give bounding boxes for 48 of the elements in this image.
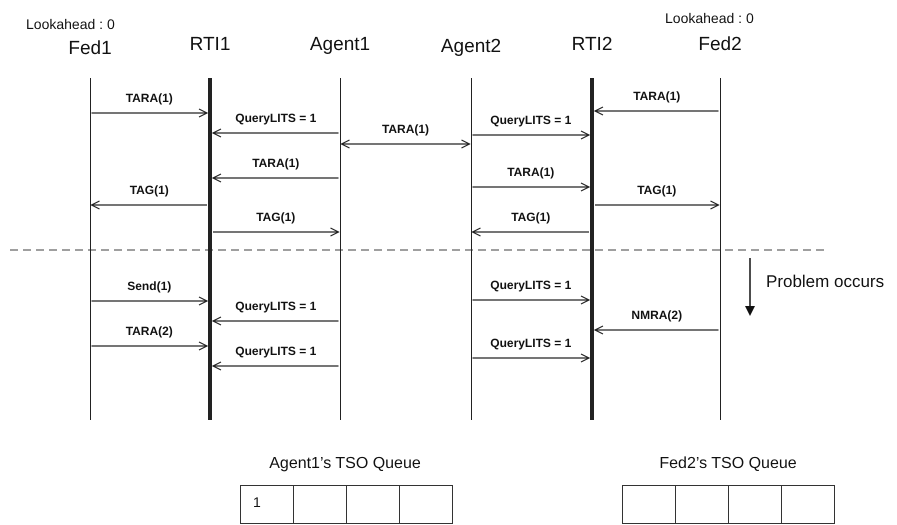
participant-name: Fed1 <box>68 38 112 60</box>
edge-label: TARA(2) <box>126 324 173 338</box>
edge-label: TAG(1) <box>511 210 550 224</box>
edge-label: TARA(1) <box>252 156 300 170</box>
arrow <box>472 130 590 140</box>
lookahead-note: Lookahead : 0 <box>665 10 754 26</box>
arrow <box>594 325 718 335</box>
arrow <box>90 200 207 210</box>
edge-label: TARA(1) <box>633 89 680 103</box>
arrow <box>472 182 590 192</box>
lookahead-note: Lookahead : 0 <box>26 16 115 32</box>
edge-label: TAG(1) <box>130 183 169 197</box>
arrow <box>594 106 718 116</box>
queue-title: Agent1’s TSO Queue <box>269 456 421 472</box>
edge-label: TAG(1) <box>256 210 296 224</box>
annotation-text: Problem occurs <box>766 274 884 290</box>
edge-label: Send(1) <box>127 279 172 293</box>
arrow <box>212 173 338 183</box>
arrow <box>472 295 590 305</box>
participant-name: RTI2 <box>572 34 612 56</box>
edge-label: QueryLITS = 1 <box>235 111 316 125</box>
queue-title: Fed2’s TSO Queue <box>659 456 797 472</box>
edge-label: TAG(1) <box>637 183 676 197</box>
edge-label: QueryLITS = 1 <box>235 299 316 313</box>
arrow <box>340 139 470 149</box>
arrow <box>212 128 338 138</box>
participant-name: Agent1 <box>310 34 370 56</box>
arrow <box>92 296 208 306</box>
arrow <box>213 227 340 237</box>
participant-name: Fed2 <box>698 34 742 56</box>
arrow <box>92 108 208 118</box>
arrow <box>92 341 208 351</box>
arrow <box>595 200 720 210</box>
queue-cell: 1 <box>240 485 294 524</box>
edge-label: QueryLITS = 1 <box>490 278 572 292</box>
edge-label: QueryLITS = 1 <box>490 113 572 127</box>
edge-label: QueryLITS = 1 <box>490 336 572 350</box>
arrow <box>472 227 589 237</box>
arrow <box>212 316 338 326</box>
edge-label: TARA(1) <box>382 122 430 136</box>
participant-name: Agent2 <box>440 36 502 58</box>
participant-name: RTI1 <box>190 34 230 56</box>
edge-label: TARA(1) <box>507 165 554 179</box>
edge-label: QueryLITS = 1 <box>235 344 316 358</box>
arrow <box>212 361 338 371</box>
arrow <box>472 353 590 363</box>
edge-label: NMRA(2) <box>631 308 682 322</box>
edge-label: TARA(1) <box>126 91 173 105</box>
